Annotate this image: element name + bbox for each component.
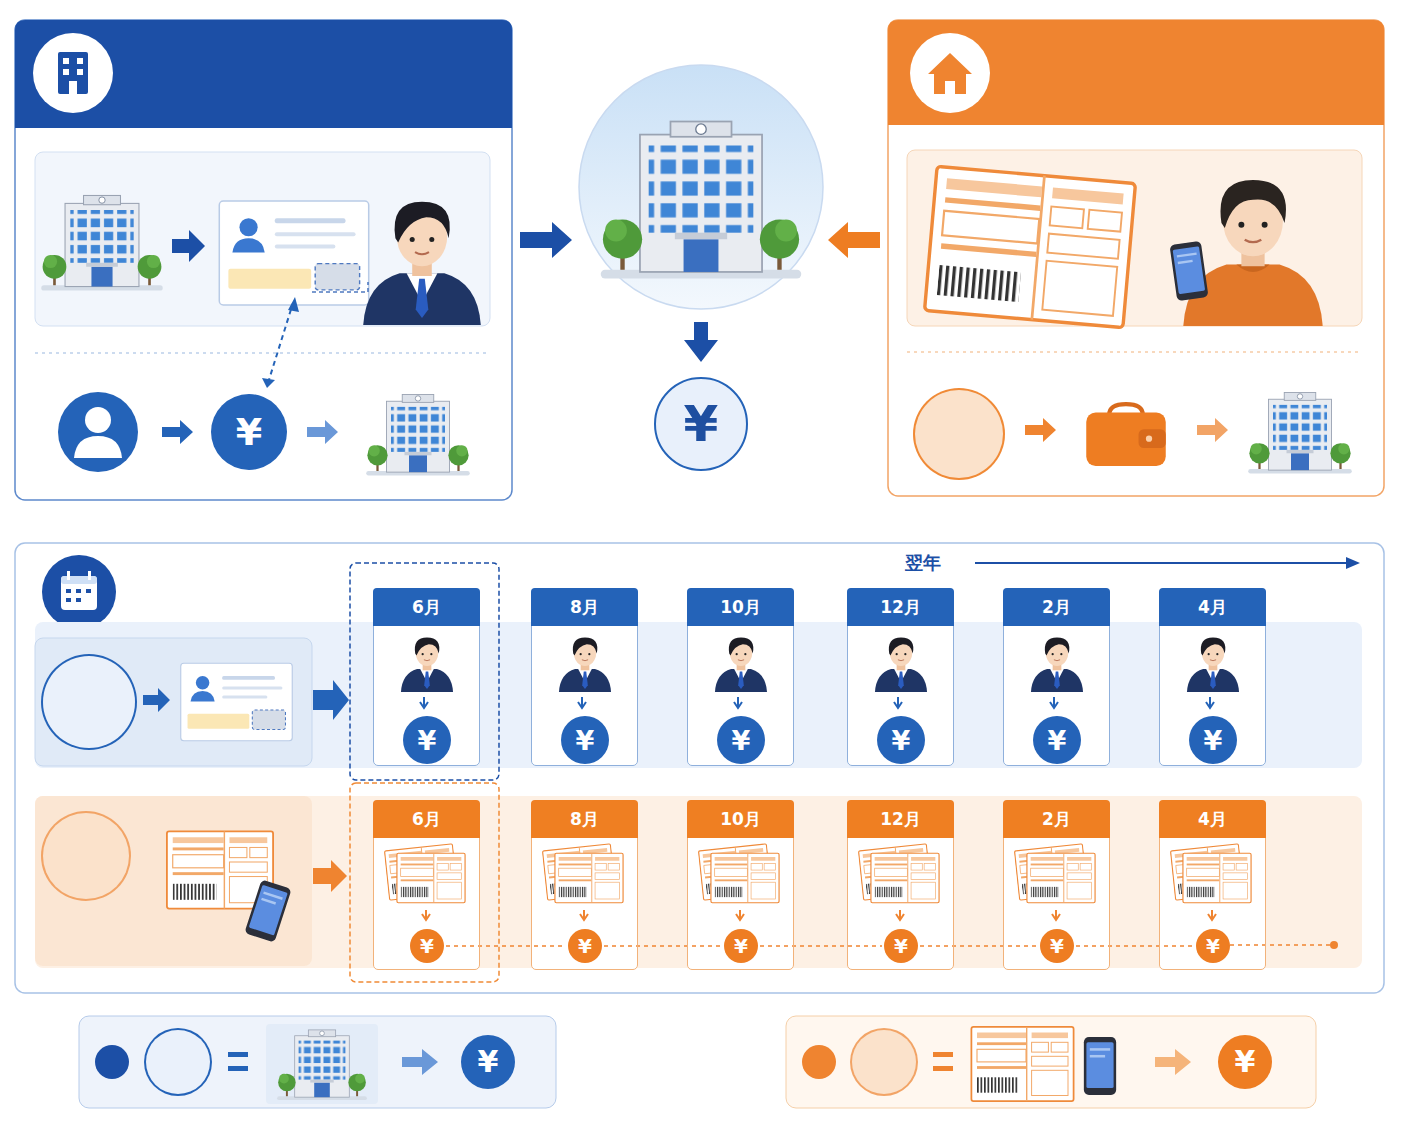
schedule-connector [446, 945, 566, 947]
month-header: 12月 [847, 588, 954, 626]
month-header: 12月 [847, 800, 954, 838]
month-header: 8月 [531, 800, 638, 838]
yen-circle: ¥ [877, 716, 925, 764]
month-label: 12月 [880, 596, 921, 619]
month-label: 2月 [1042, 808, 1071, 831]
month-header: 6月 [373, 588, 480, 626]
yen-symbol: ¥ [1050, 936, 1064, 956]
yen-symbol: ¥ [684, 399, 719, 449]
key-strip-company [79, 1016, 556, 1108]
month-card: 12月 ¥ [847, 588, 954, 766]
company-panel [15, 20, 512, 500]
month-header: 4月 [1159, 588, 1266, 626]
yen-symbol: ¥ [418, 727, 437, 754]
schedule-connector [1076, 945, 1194, 947]
month-card: 10月 ¥ [687, 800, 794, 970]
month-card: 8月 ¥ [531, 588, 638, 766]
yen-circle: ¥ [1040, 929, 1074, 963]
yen-circle: ¥ [884, 929, 918, 963]
personal-panel [888, 20, 1384, 496]
schedule-connector [604, 945, 722, 947]
month-card: 2月 ¥ [1003, 588, 1110, 766]
yen-circle: ¥ [1033, 716, 1081, 764]
payer-figures [401, 637, 1239, 708]
yen-symbol: ¥ [1204, 727, 1223, 754]
month-header: 2月 [1003, 588, 1110, 626]
yen-symbol: ¥ [478, 1047, 499, 1077]
month-label: 8月 [570, 596, 599, 619]
yen-symbol: ¥ [892, 727, 911, 754]
yen-symbol: ¥ [578, 936, 592, 956]
month-label: 2月 [1042, 596, 1071, 619]
month-header: 8月 [531, 588, 638, 626]
month-card: 4月 ¥ [1159, 800, 1266, 970]
month-card: 12月 ¥ [847, 800, 954, 970]
yen-symbol: ¥ [236, 413, 262, 451]
yen-circle: ¥ [410, 929, 444, 963]
month-card: 10月 ¥ [687, 588, 794, 766]
yen-symbol: ¥ [734, 936, 748, 956]
month-label: 6月 [412, 596, 441, 619]
yen-circle: ¥ [568, 929, 602, 963]
month-card: 6月 ¥ [373, 588, 480, 766]
month-header: 6月 [373, 800, 480, 838]
city-office [520, 65, 880, 362]
yen-circle: ¥ [211, 394, 287, 470]
yen-symbol: ¥ [1048, 727, 1067, 754]
yen-circle: ¥ [1189, 716, 1237, 764]
yen-circle: ¥ [654, 377, 748, 471]
timeline-panel [15, 543, 1384, 993]
yen-circle: ¥ [1218, 1035, 1272, 1089]
schedule-connector [760, 945, 882, 947]
month-label: 12月 [880, 808, 921, 831]
yen-symbol: ¥ [1206, 936, 1220, 956]
note-label: 翌年 [905, 551, 941, 575]
key-strip-personal [786, 1016, 1316, 1108]
card-grounds [373, 588, 1266, 970]
yen-circle: ¥ [461, 1035, 515, 1089]
yen-symbol: ¥ [894, 936, 908, 956]
yen-symbol: ¥ [420, 936, 434, 956]
yen-circle: ¥ [561, 716, 609, 764]
month-card: 6月 ¥ [373, 800, 480, 970]
month-header: 10月 [687, 588, 794, 626]
schedule-connector [920, 945, 1038, 947]
yen-circle: ¥ [724, 929, 758, 963]
month-label: 6月 [412, 808, 441, 831]
payment-slips [385, 844, 1252, 920]
month-label: 4月 [1198, 808, 1227, 831]
month-card: 2月 ¥ [1003, 800, 1110, 970]
month-label: 10月 [720, 596, 761, 619]
month-header: 4月 [1159, 800, 1266, 838]
yen-circle: ¥ [1196, 929, 1230, 963]
month-header: 2月 [1003, 800, 1110, 838]
month-label: 8月 [570, 808, 599, 831]
month-label: 10月 [720, 808, 761, 831]
yen-symbol: ¥ [732, 727, 751, 754]
month-card: 4月 ¥ [1159, 588, 1266, 766]
yen-circle: ¥ [717, 716, 765, 764]
month-header: 10月 [687, 800, 794, 838]
month-card: 8月 ¥ [531, 800, 638, 970]
yen-circle: ¥ [403, 716, 451, 764]
yen-symbol: ¥ [576, 727, 595, 754]
yen-symbol: ¥ [1235, 1047, 1256, 1077]
month-label: 4月 [1198, 596, 1227, 619]
